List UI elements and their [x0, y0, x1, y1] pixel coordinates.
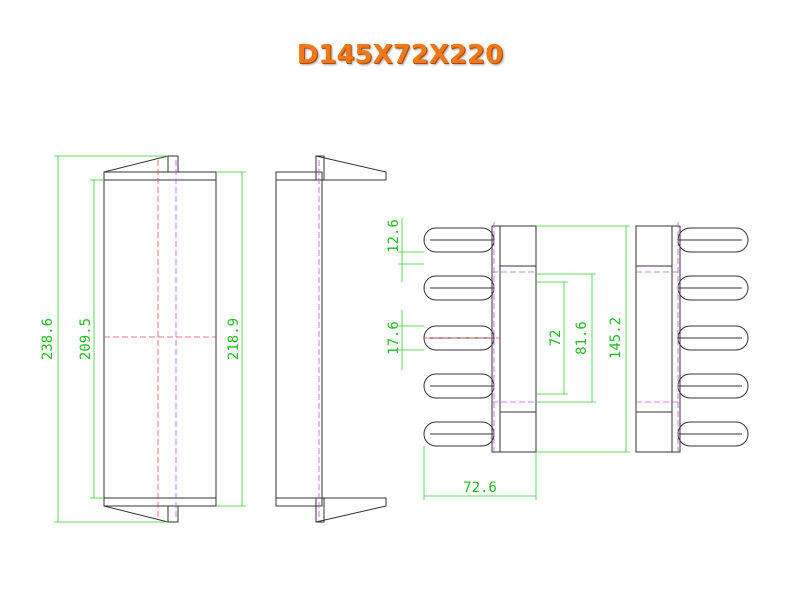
front-body [103, 171, 217, 507]
dim-total-145: 145.2 [608, 317, 624, 359]
dim-fin-pitch: 12.6 [386, 219, 402, 253]
front-bottom-tab [167, 505, 179, 523]
top-base-block [491, 225, 537, 453]
drawing-title: D145X72X220 [296, 40, 504, 70]
mirror-fins [677, 227, 749, 447]
front-view: 238.6 209.5 218.9 [40, 155, 246, 523]
dim-core-72: 72 [548, 330, 564, 347]
mirror-base-block [635, 225, 681, 453]
top-view: 12.6 17.6 72 81.6 145.2 72.6 [386, 218, 630, 500]
dim-core-81: 81.6 [574, 321, 590, 355]
front-top-wedge [103, 155, 179, 173]
front-bottom-wedge [103, 505, 179, 523]
side-view [275, 155, 387, 523]
dim-overall-height: 238.6 [40, 318, 56, 360]
dim-fin-gap: 17.6 [386, 321, 402, 355]
dim-body-height: 218.9 [226, 318, 242, 360]
mirror-view [635, 222, 749, 456]
side-bottom-wedge [315, 497, 387, 523]
dim-width-726: 72.6 [463, 480, 497, 496]
fins [423, 227, 495, 447]
side-body [275, 171, 323, 507]
dim-inner-height: 209.5 [78, 318, 94, 360]
front-top-tab [167, 155, 179, 173]
side-top-wedge [315, 155, 387, 181]
